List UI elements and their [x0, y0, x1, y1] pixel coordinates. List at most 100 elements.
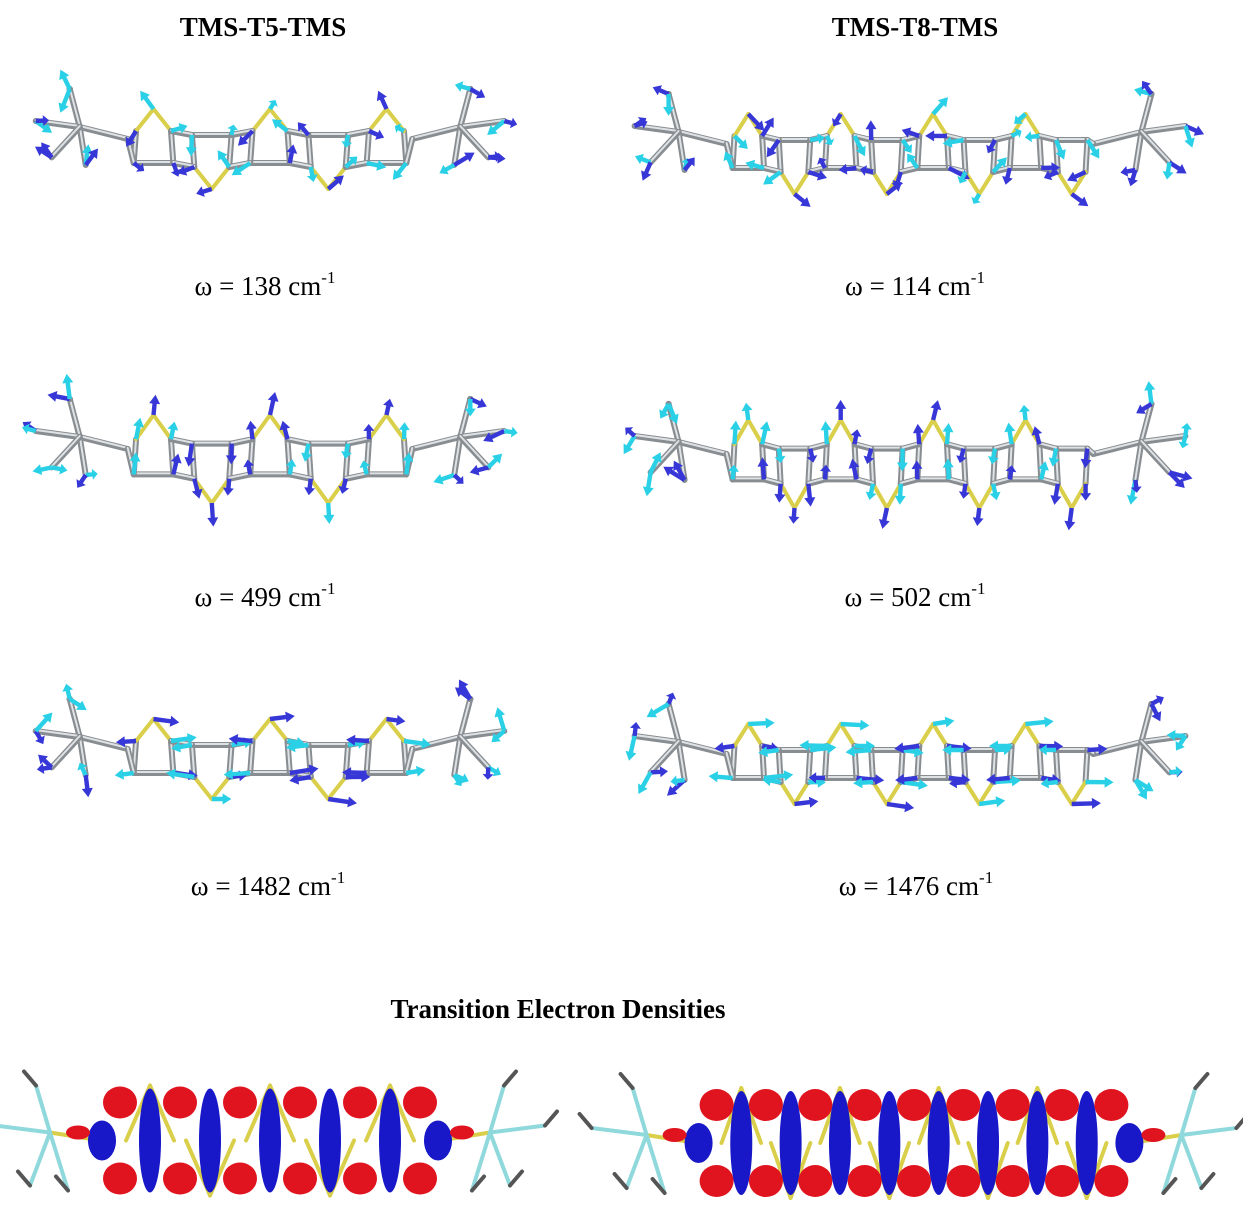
bond-highlight [761, 134, 766, 168]
displacement-arrow [810, 742, 837, 754]
bond-highlight [453, 435, 462, 475]
bond-highlight [763, 166, 782, 172]
mode-panel-t5-row1 [32, 69, 518, 197]
displacement-arrow [971, 192, 982, 204]
displacement-arrow [383, 398, 394, 416]
displacement-arrow [1067, 170, 1087, 182]
displacement-arrow [286, 144, 298, 164]
bond-highlight [992, 477, 1011, 484]
displacement-arrow [763, 770, 794, 782]
displacement-arrow [809, 133, 825, 144]
displacement-arrow [641, 161, 653, 181]
displacement-arrow [850, 429, 862, 445]
negative-density-lobe [730, 1091, 753, 1195]
bond-highlight [347, 437, 371, 444]
bond-highlight [1086, 446, 1095, 454]
displacement-arrow [1178, 435, 1190, 449]
displacement-arrow [77, 762, 88, 776]
positive-density-lobe [163, 1162, 197, 1195]
sulfur-bond [1055, 780, 1074, 806]
frequency-label-t5-row3: ω = 1482 cm-1 [190, 868, 346, 901]
displacement-arrow [62, 683, 74, 700]
displacement-arrow [865, 120, 877, 140]
displacement-arrow [1024, 131, 1040, 143]
displacement-arrow [949, 777, 966, 789]
bond-highlight [50, 125, 81, 158]
displacement-arrow [894, 483, 906, 505]
displacement-arrow [942, 423, 954, 445]
displacement-arrow [748, 717, 775, 729]
displacement-arrow [223, 768, 251, 780]
hydrogen-bond [1161, 1133, 1184, 1195]
hydrogen-bond [1234, 1117, 1243, 1130]
displacement-arrow [36, 763, 52, 774]
sulfur-bond [732, 112, 751, 138]
hydrogen-bond [488, 1130, 512, 1188]
sulfur-bond [931, 722, 949, 748]
displacement-arrow [301, 443, 312, 462]
hydrogen-bond [650, 1177, 667, 1195]
displacement-arrow [368, 129, 385, 140]
displacement-arrow [34, 712, 53, 733]
sulfur-bond [746, 722, 765, 748]
sulfur-bond [192, 775, 214, 801]
displacement-arrow [342, 767, 367, 778]
hydrogen-bond [28, 1130, 52, 1188]
negative-density-lobe [319, 1088, 341, 1193]
bond-highlight [677, 440, 686, 480]
displacement-arrow [788, 507, 800, 524]
bond-highlight [1140, 702, 1153, 742]
displacement-arrow [341, 134, 353, 148]
bond-highlight [405, 747, 414, 773]
displacement-arrow [1064, 507, 1076, 531]
bond-highlight [677, 440, 728, 454]
mode-panel-t5-row3 [32, 679, 508, 808]
displacement-arrow [269, 711, 295, 723]
sulfur-bond [151, 717, 173, 743]
displacement-arrow [763, 170, 782, 185]
displacement-arrow [741, 402, 753, 421]
sulfur-bond [917, 112, 936, 138]
displacement-arrow [1005, 465, 1017, 480]
positive-density-lobe [66, 1125, 90, 1140]
bond-highlight [172, 161, 196, 167]
positive-density-lobe [403, 1162, 437, 1195]
displacement-arrow [140, 90, 156, 111]
negative-density-lobe [878, 1091, 901, 1195]
displacement-arrow [896, 448, 908, 472]
bond-highlight [459, 125, 490, 158]
displacement-arrow [51, 463, 68, 475]
bond-highlight [34, 729, 81, 737]
displacement-arrow [285, 741, 309, 753]
positive-density-lobe [1045, 1089, 1080, 1121]
bond-highlight [249, 739, 254, 773]
displacement-arrow [766, 138, 781, 158]
bond-highlight [78, 435, 129, 449]
sulfur-bond [209, 165, 232, 191]
displacement-arrow [1168, 160, 1187, 174]
displacement-arrow [799, 739, 827, 751]
displacement-arrow [745, 159, 765, 171]
sulfur-bond [778, 780, 797, 806]
bond-highlight [453, 125, 462, 165]
displacement-arrow [398, 422, 410, 440]
bond-highlight [994, 442, 1013, 449]
displacement-arrow [38, 754, 54, 769]
displacement-arrow [625, 427, 637, 438]
sulfur-bond [151, 107, 173, 133]
bond-highlight [853, 442, 873, 449]
displacement-arrow [863, 448, 875, 464]
bond-highlight [994, 134, 1013, 140]
displacement-arrow [1010, 128, 1022, 138]
displacement-arrow [81, 144, 93, 166]
bond-highlight [947, 477, 967, 484]
sulfur-bond [367, 413, 389, 442]
displacement-arrow [1085, 776, 1114, 788]
positive-density-lobe [1094, 1089, 1129, 1121]
displacement-arrow [129, 452, 141, 475]
displacement-arrow [483, 429, 506, 443]
displacement-arrow [81, 774, 93, 798]
displacement-arrow [648, 452, 662, 474]
displacement-arrow [1043, 170, 1059, 181]
displacement-arrow [149, 394, 161, 416]
